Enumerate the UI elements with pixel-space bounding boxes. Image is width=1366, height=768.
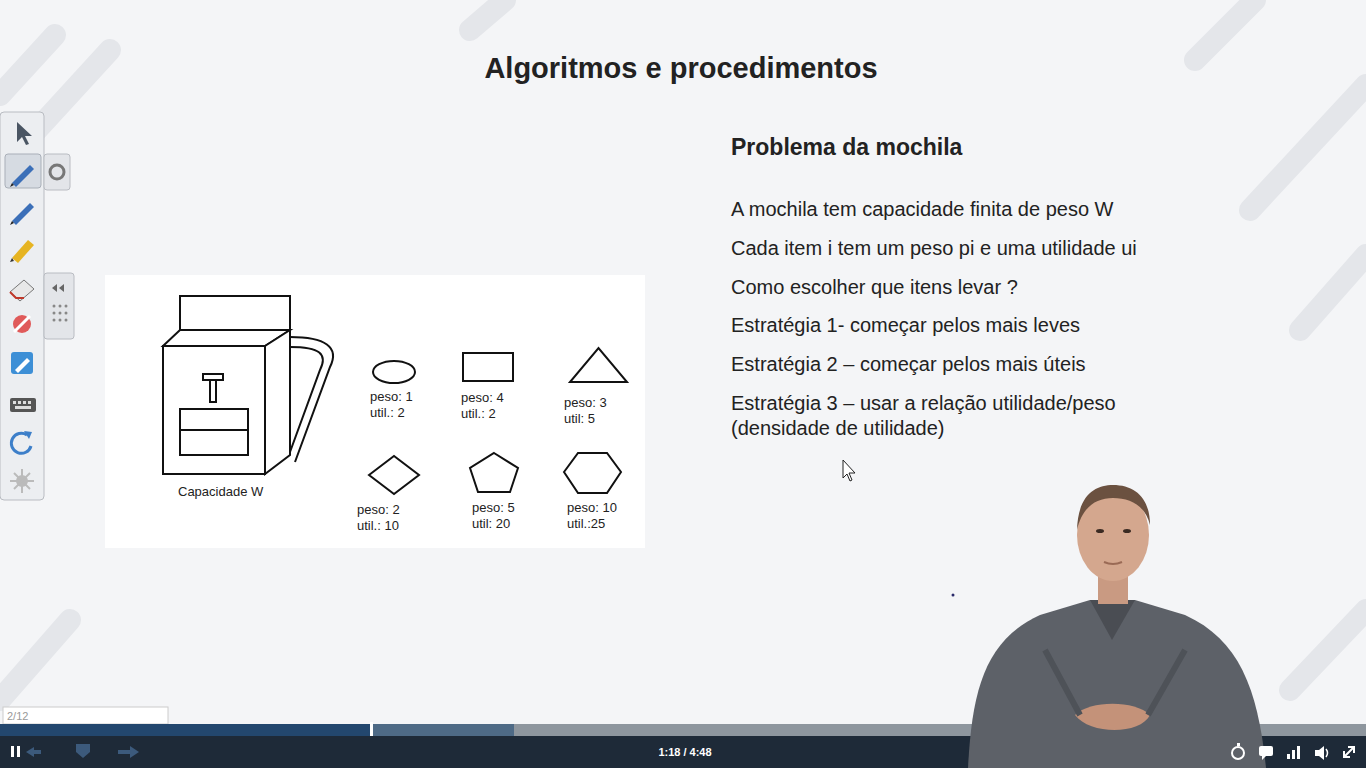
slide-title: Algoritmos e procedimentos — [381, 50, 981, 86]
item-triangle: peso: 3util: 5 — [560, 345, 635, 427]
weight-label: peso: 3 — [560, 395, 635, 411]
decor-stripes — [0, 0, 1366, 700]
page-counter-box — [3, 707, 168, 724]
page-counter: 2/12 — [7, 709, 157, 723]
presenter — [968, 485, 1266, 768]
item-ellipse: peso: 1util.: 2 — [365, 357, 435, 421]
stray-dot — [952, 594, 955, 597]
bullet-text: Estratégia 3 – usar a relação utilidade/… — [731, 391, 1183, 441]
weight-label: peso: 10 — [560, 500, 635, 516]
utility-label: util.: 2 — [365, 405, 435, 421]
time-display: 1:18 / 4:48 — [610, 745, 760, 759]
item-rectangle-outline — [458, 350, 528, 390]
progress-played — [0, 724, 371, 736]
weight-label: peso: 4 — [458, 390, 528, 406]
slide-image-panel — [105, 275, 645, 548]
item-triangle-outline — [560, 345, 635, 395]
bullet-text: Cada item i tem um peso pi e uma utilida… — [731, 236, 1251, 261]
weight-label: peso: 5 — [465, 500, 535, 516]
item-diamond-outline — [355, 452, 425, 502]
bullet-text: Como escolher que itens levar ? — [731, 275, 1251, 300]
progress-handle — [370, 722, 373, 738]
weight-label: peso: 2 — [355, 502, 425, 518]
bullet-text: Estratégia 1- começar pelos mais leves — [731, 313, 1251, 338]
mouse-cursor — [843, 460, 855, 481]
backpack: Capacidade W — [160, 292, 340, 500]
utility-label: util.: 2 — [458, 406, 528, 422]
utility-label: util.: 10 — [355, 518, 425, 534]
weight-label: peso: 1 — [365, 389, 435, 405]
item-diamond: peso: 2util.: 10 — [355, 452, 425, 534]
item-hexagon: peso: 10util.:25 — [560, 450, 635, 532]
bullet-text: Estratégia 2 – começar pelos mais úteis — [731, 352, 1251, 377]
item-pentagon: peso: 5util: 20 — [465, 450, 535, 532]
annotation-toolbar — [0, 112, 74, 500]
bullet-text: A mochila tem capacidade finita de peso … — [731, 197, 1251, 222]
player-controls — [11, 743, 1354, 760]
backpack-outline — [160, 292, 340, 484]
utility-label: util: 5 — [560, 411, 635, 427]
utility-label: util: 20 — [465, 516, 535, 532]
capacity-label: Capacidade W — [160, 484, 340, 500]
item-pentagon-outline — [465, 450, 535, 500]
item-hexagon-outline — [560, 450, 635, 500]
item-ellipse-outline — [365, 357, 435, 389]
utility-label: util.:25 — [560, 516, 635, 532]
progress-buffered — [0, 724, 514, 736]
section-heading: Problema da mochila — [731, 132, 1151, 162]
item-rectangle: peso: 4util.: 2 — [458, 350, 528, 422]
